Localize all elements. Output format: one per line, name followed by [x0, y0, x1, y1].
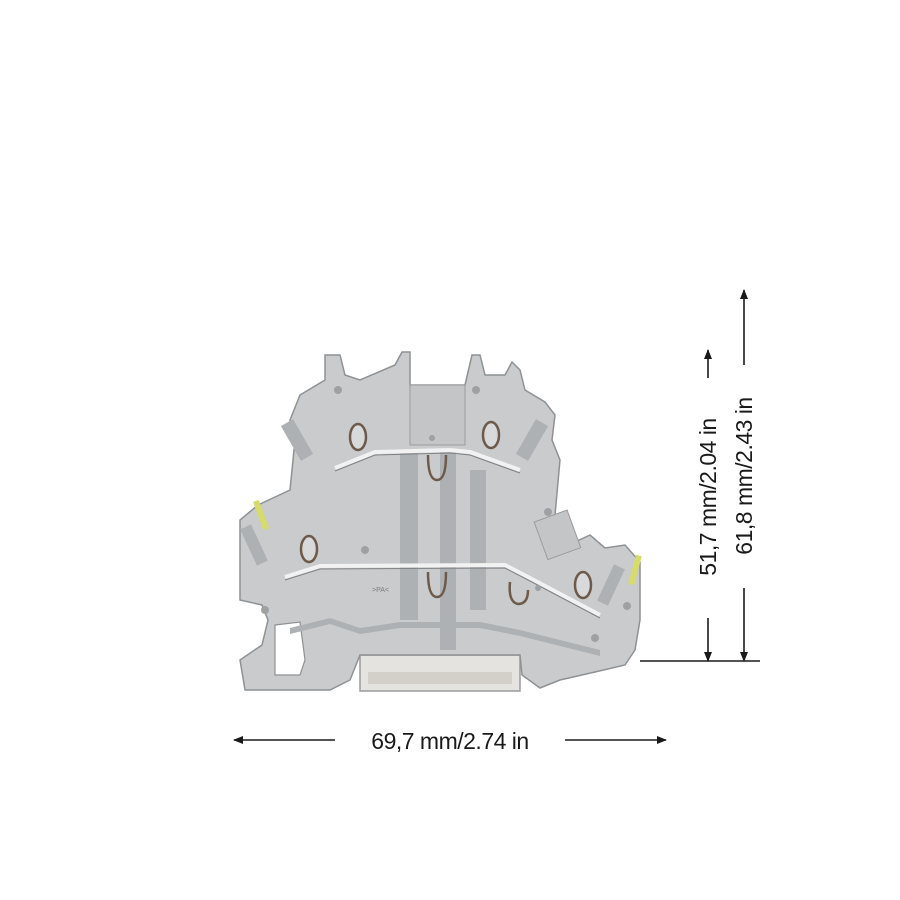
spring-icon	[299, 534, 319, 564]
terminal-block: >PA<	[239, 351, 642, 692]
spring-icon	[426, 454, 448, 482]
housing-details	[240, 419, 625, 656]
product-marking: >PA<	[372, 587, 389, 594]
spring-icon	[508, 581, 530, 606]
mounting-holes	[261, 386, 631, 642]
height-dimension-label: 51,7 mm/2.04 in	[695, 418, 721, 575]
overall-height-dimension-label: 61,8 mm/2.43 in	[731, 397, 757, 554]
spring-icon	[573, 570, 593, 600]
spring-icon	[426, 571, 448, 599]
width-dimension-label: 69,7 mm/2.74 in	[371, 728, 528, 754]
clamp-springs	[299, 420, 593, 606]
spring-icon	[348, 422, 368, 452]
spring-icon	[481, 420, 501, 450]
busbars	[284, 447, 601, 617]
